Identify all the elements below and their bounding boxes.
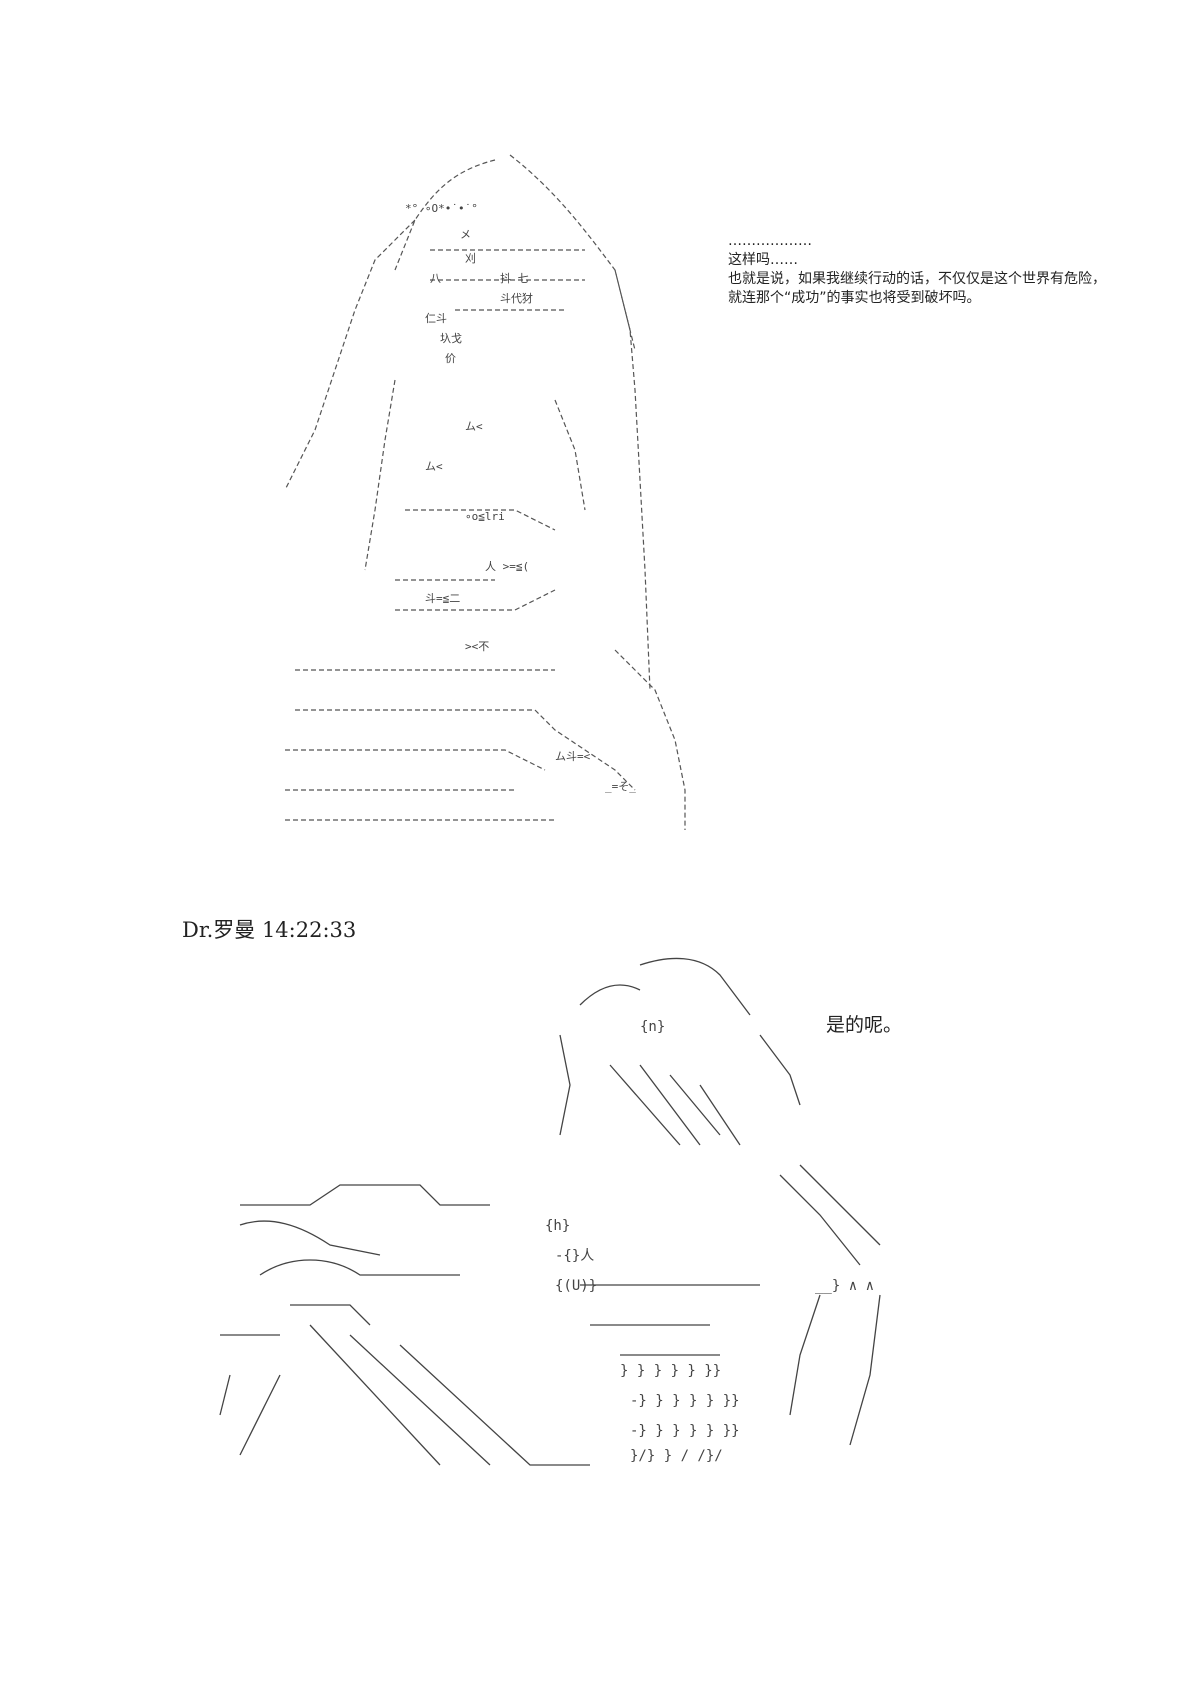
svg-text:メ: メ — [460, 228, 471, 241]
svg-text:斗=≦二: 斗=≦二 — [425, 592, 460, 605]
ascii-art-girl: *° ∘O*•˙•˙° メ 刈 八 抖 七 斗代犲 仁斗 圦戈 价 ム< ム< … — [284, 154, 686, 830]
svg-text:-} } } } } }}: -} } } } } }} — [630, 1393, 740, 1409]
svg-text:ム斗=<: ム斗=< — [555, 750, 591, 763]
speaker-name: Dr.罗曼 — [182, 918, 256, 942]
svg-text:}/} } / /}/: }/} } / /}/ — [630, 1448, 723, 1464]
svg-text:斗代犲: 斗代犲 — [500, 291, 533, 305]
svg-text:八: 八 — [430, 272, 441, 285]
svg-text:抖 七: 抖 七 — [500, 271, 529, 285]
svg-text:-{}人: -{}人 — [555, 1248, 594, 1264]
speaker-header: Dr.罗曼 14:22:33 — [182, 914, 356, 944]
panel2-caption: 是的呢。 — [826, 1014, 903, 1036]
caption-line: 这样吗…… — [728, 252, 798, 268]
svg-text:仁斗: 仁斗 — [425, 312, 447, 325]
svg-text:ム<: ム< — [425, 460, 443, 473]
svg-text:人 >=≦(: 人 >=≦( — [485, 560, 529, 573]
svg-text:价: 价 — [445, 352, 456, 365]
svg-text:} } } } } }}: } } } } } }} — [620, 1363, 721, 1379]
panel1-caption: ……………… 这样吗…… 也就是说，如果我继续行动的话，不仅仅是这个世界有危险，… — [728, 232, 1106, 308]
svg-text:刈: 刈 — [465, 252, 476, 265]
svg-text:-} } } } } }}: -} } } } } }} — [630, 1423, 740, 1439]
svg-text:{n}: {n} — [640, 1019, 665, 1035]
svg-text:{(U)}: {(U)} — [555, 1278, 597, 1294]
svg-text:ム<: ム< — [465, 420, 483, 433]
caption-line: 也就是说，如果我继续行动的话，不仅仅是这个世界有危险， — [728, 271, 1106, 287]
svg-text:_=そ_: _=そ_ — [605, 780, 636, 793]
svg-text:圦戈: 圦戈 — [440, 332, 462, 345]
caption-line: ……………… — [728, 233, 812, 249]
svg-text:{h}: {h} — [545, 1218, 570, 1234]
speaker-timestamp: 14:22:33 — [261, 918, 357, 942]
caption-line: 就连那个“成功”的事实也将受到破坏吗。 — [728, 290, 981, 306]
svg-text:*° ∘O*•˙•˙°: *° ∘O*•˙•˙° — [405, 202, 478, 215]
svg-text:__} ∧ ∧: __} ∧ ∧ — [815, 1278, 874, 1294]
svg-text:∘o≦lri: ∘o≦lri — [465, 510, 505, 523]
svg-text:><不: ><不 — [465, 640, 489, 653]
ascii-art-roman: {n} {h} -{}人 {(U)} __} ∧ ∧ } } } } } }} … — [219, 957, 881, 1466]
